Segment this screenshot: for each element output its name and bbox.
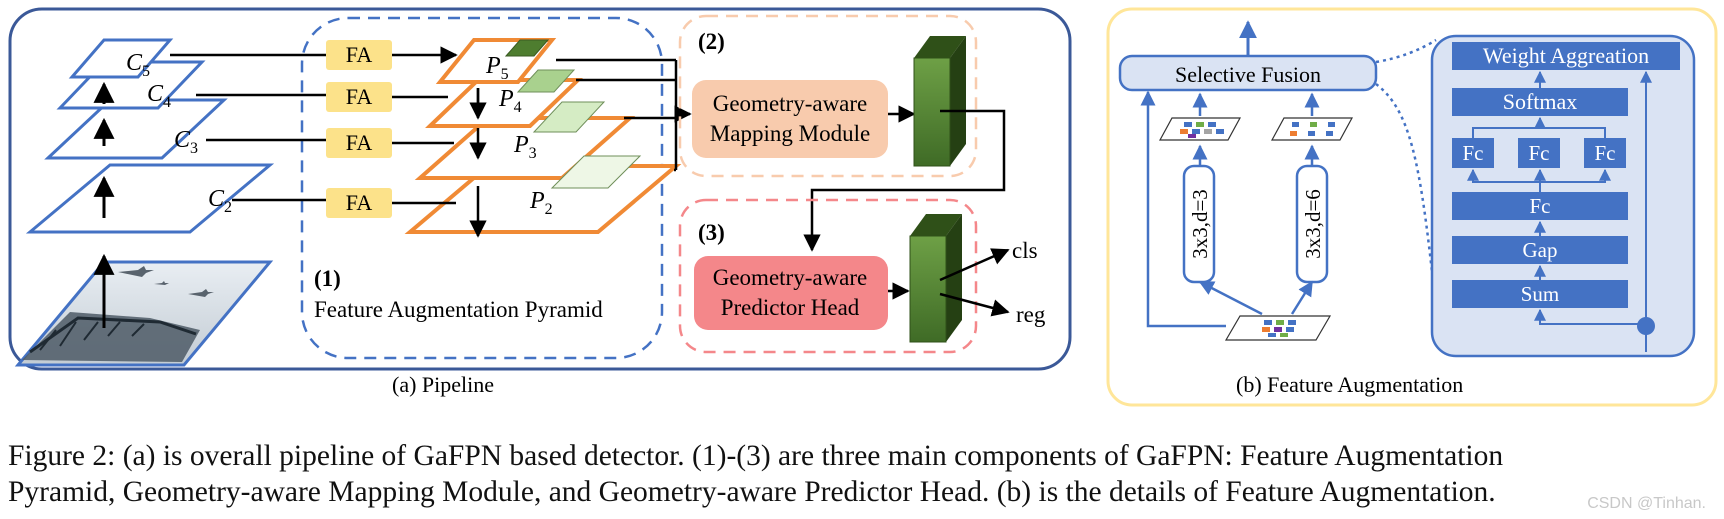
- fa-block-c4: [326, 82, 392, 112]
- caption-line-2: Pyramid, Geometry-aware Mapping Module, …: [8, 476, 1496, 508]
- zoom-connector: [1375, 83, 1436, 291]
- p3-feature-patch: [532, 101, 606, 133]
- p5-feature-patch: [504, 39, 550, 57]
- fa-blocks: FA FA FA FA: [326, 40, 392, 218]
- selective-fusion-label: Selective Fusion: [1175, 62, 1321, 87]
- fa-label: FA: [346, 190, 373, 215]
- c-to-fa-connections: [170, 53, 326, 202]
- module3-number: (3): [698, 220, 725, 245]
- fc-block-2: [1518, 138, 1560, 168]
- predictor-head-label: Predictor Head: [721, 295, 860, 320]
- p2-feature-patch: [550, 155, 642, 189]
- p2-label: P2: [529, 188, 553, 218]
- fc-label: Fc: [1463, 141, 1484, 165]
- p5-label: P5: [485, 53, 509, 83]
- c5-layer: [68, 38, 174, 79]
- conv-d3-label: 3x3,d=3: [1188, 189, 1212, 259]
- c3-label: C3: [174, 127, 198, 157]
- input-image: [14, 260, 274, 367]
- predictor-feature-block: [909, 214, 962, 343]
- mapping-module-label: Mapping Module: [710, 121, 870, 146]
- p3-label: P3: [513, 132, 537, 162]
- figure-caption: Figure 2: (a) is overall pipeline of GaF…: [8, 438, 1714, 510]
- weight-aggregation-block: [1452, 42, 1680, 70]
- fc-block-1: [1452, 138, 1494, 168]
- conv-d6-label: 3x3,d=6: [1301, 189, 1325, 259]
- sum-block: [1452, 280, 1628, 308]
- selective-fusion-block: [1118, 54, 1378, 92]
- fa-block-c3: [326, 128, 392, 158]
- airplane-icon: [154, 281, 169, 285]
- module1-box: [300, 16, 664, 360]
- gap-block: [1452, 236, 1628, 264]
- fc-shared-block: [1452, 192, 1628, 220]
- weight-aggregation-label: Weight Aggreation: [1483, 43, 1649, 68]
- c2-layer: [25, 163, 275, 234]
- c2-label: C2: [208, 186, 232, 216]
- fc-block-3: [1584, 138, 1626, 168]
- p4-feature-patch: [516, 69, 576, 93]
- module1-number: (1): [314, 266, 341, 291]
- skip-connection: [1140, 90, 1226, 328]
- fc-label: Fc: [1530, 194, 1551, 218]
- c4-label: C4: [147, 81, 171, 111]
- c-pyramid: C5 C4 C3 C2: [25, 38, 275, 328]
- module1-title: Feature Augmentation Pyramid: [314, 297, 603, 322]
- cls-arrow: [939, 248, 1010, 282]
- reg-label: reg: [1016, 302, 1046, 327]
- watermark: CSDN @Tinhan.: [1587, 495, 1706, 512]
- reg-arrow: [939, 292, 1010, 317]
- mapping-module-block: [692, 80, 888, 158]
- dilated-feature-map-d6: [1270, 117, 1354, 141]
- gap-label: Gap: [1523, 238, 1558, 262]
- zoom-connector: [1375, 38, 1437, 64]
- predictor-head-label: Geometry-aware: [713, 265, 868, 290]
- mapping-module-label: Geometry-aware: [713, 91, 868, 116]
- cls-label: cls: [1012, 238, 1038, 263]
- dilated-feature-map-d3: [1158, 117, 1242, 141]
- fa-block-c5: [326, 40, 392, 70]
- fa-label: FA: [346, 42, 373, 67]
- p-to-mapping-connectors: [556, 58, 692, 172]
- fa-block-c2: [326, 188, 392, 218]
- mapping-to-predictor-connector: [803, 109, 1006, 252]
- augmentation-panel: Selective Fusion 3x3,d=3 3x3,d=6: [1106, 7, 1718, 407]
- sum-label: Sum: [1521, 282, 1560, 306]
- c3-layer: [44, 98, 228, 160]
- pipeline-panel: C5 C4 C3 C2 (1) Feature Augmentation Pyr…: [8, 7, 1072, 397]
- pipeline-subcaption: (a) Pipeline: [392, 372, 494, 397]
- fc-label: Fc: [1595, 141, 1616, 165]
- input-feature-map: [1224, 315, 1332, 341]
- fa-label: FA: [346, 130, 373, 155]
- mapping-feature-block: [913, 36, 966, 167]
- weight-aggregation-arrows: [1467, 70, 1652, 352]
- module2-box: [678, 14, 978, 178]
- caption-line-1: Figure 2: (a) is overall pipeline of GaF…: [8, 440, 1504, 472]
- bridge-truss: [29, 316, 197, 354]
- augmentation-subcaption: (b) Feature Augmentation: [1236, 372, 1463, 397]
- softmax-block: [1452, 88, 1628, 116]
- predictor-head-block: [694, 256, 888, 330]
- airplane-icon: [188, 289, 214, 297]
- fa-to-p-arrows: [392, 46, 487, 238]
- softmax-label: Softmax: [1503, 89, 1578, 114]
- p4-label: P4: [498, 86, 522, 116]
- module3-box: [678, 198, 978, 354]
- input-node: [1637, 317, 1655, 335]
- fc-label: Fc: [1529, 141, 1550, 165]
- fa-label: FA: [346, 84, 373, 109]
- c5-label: C5: [126, 50, 150, 80]
- airplane-icon: [118, 266, 154, 277]
- module2-number: (2): [698, 29, 725, 54]
